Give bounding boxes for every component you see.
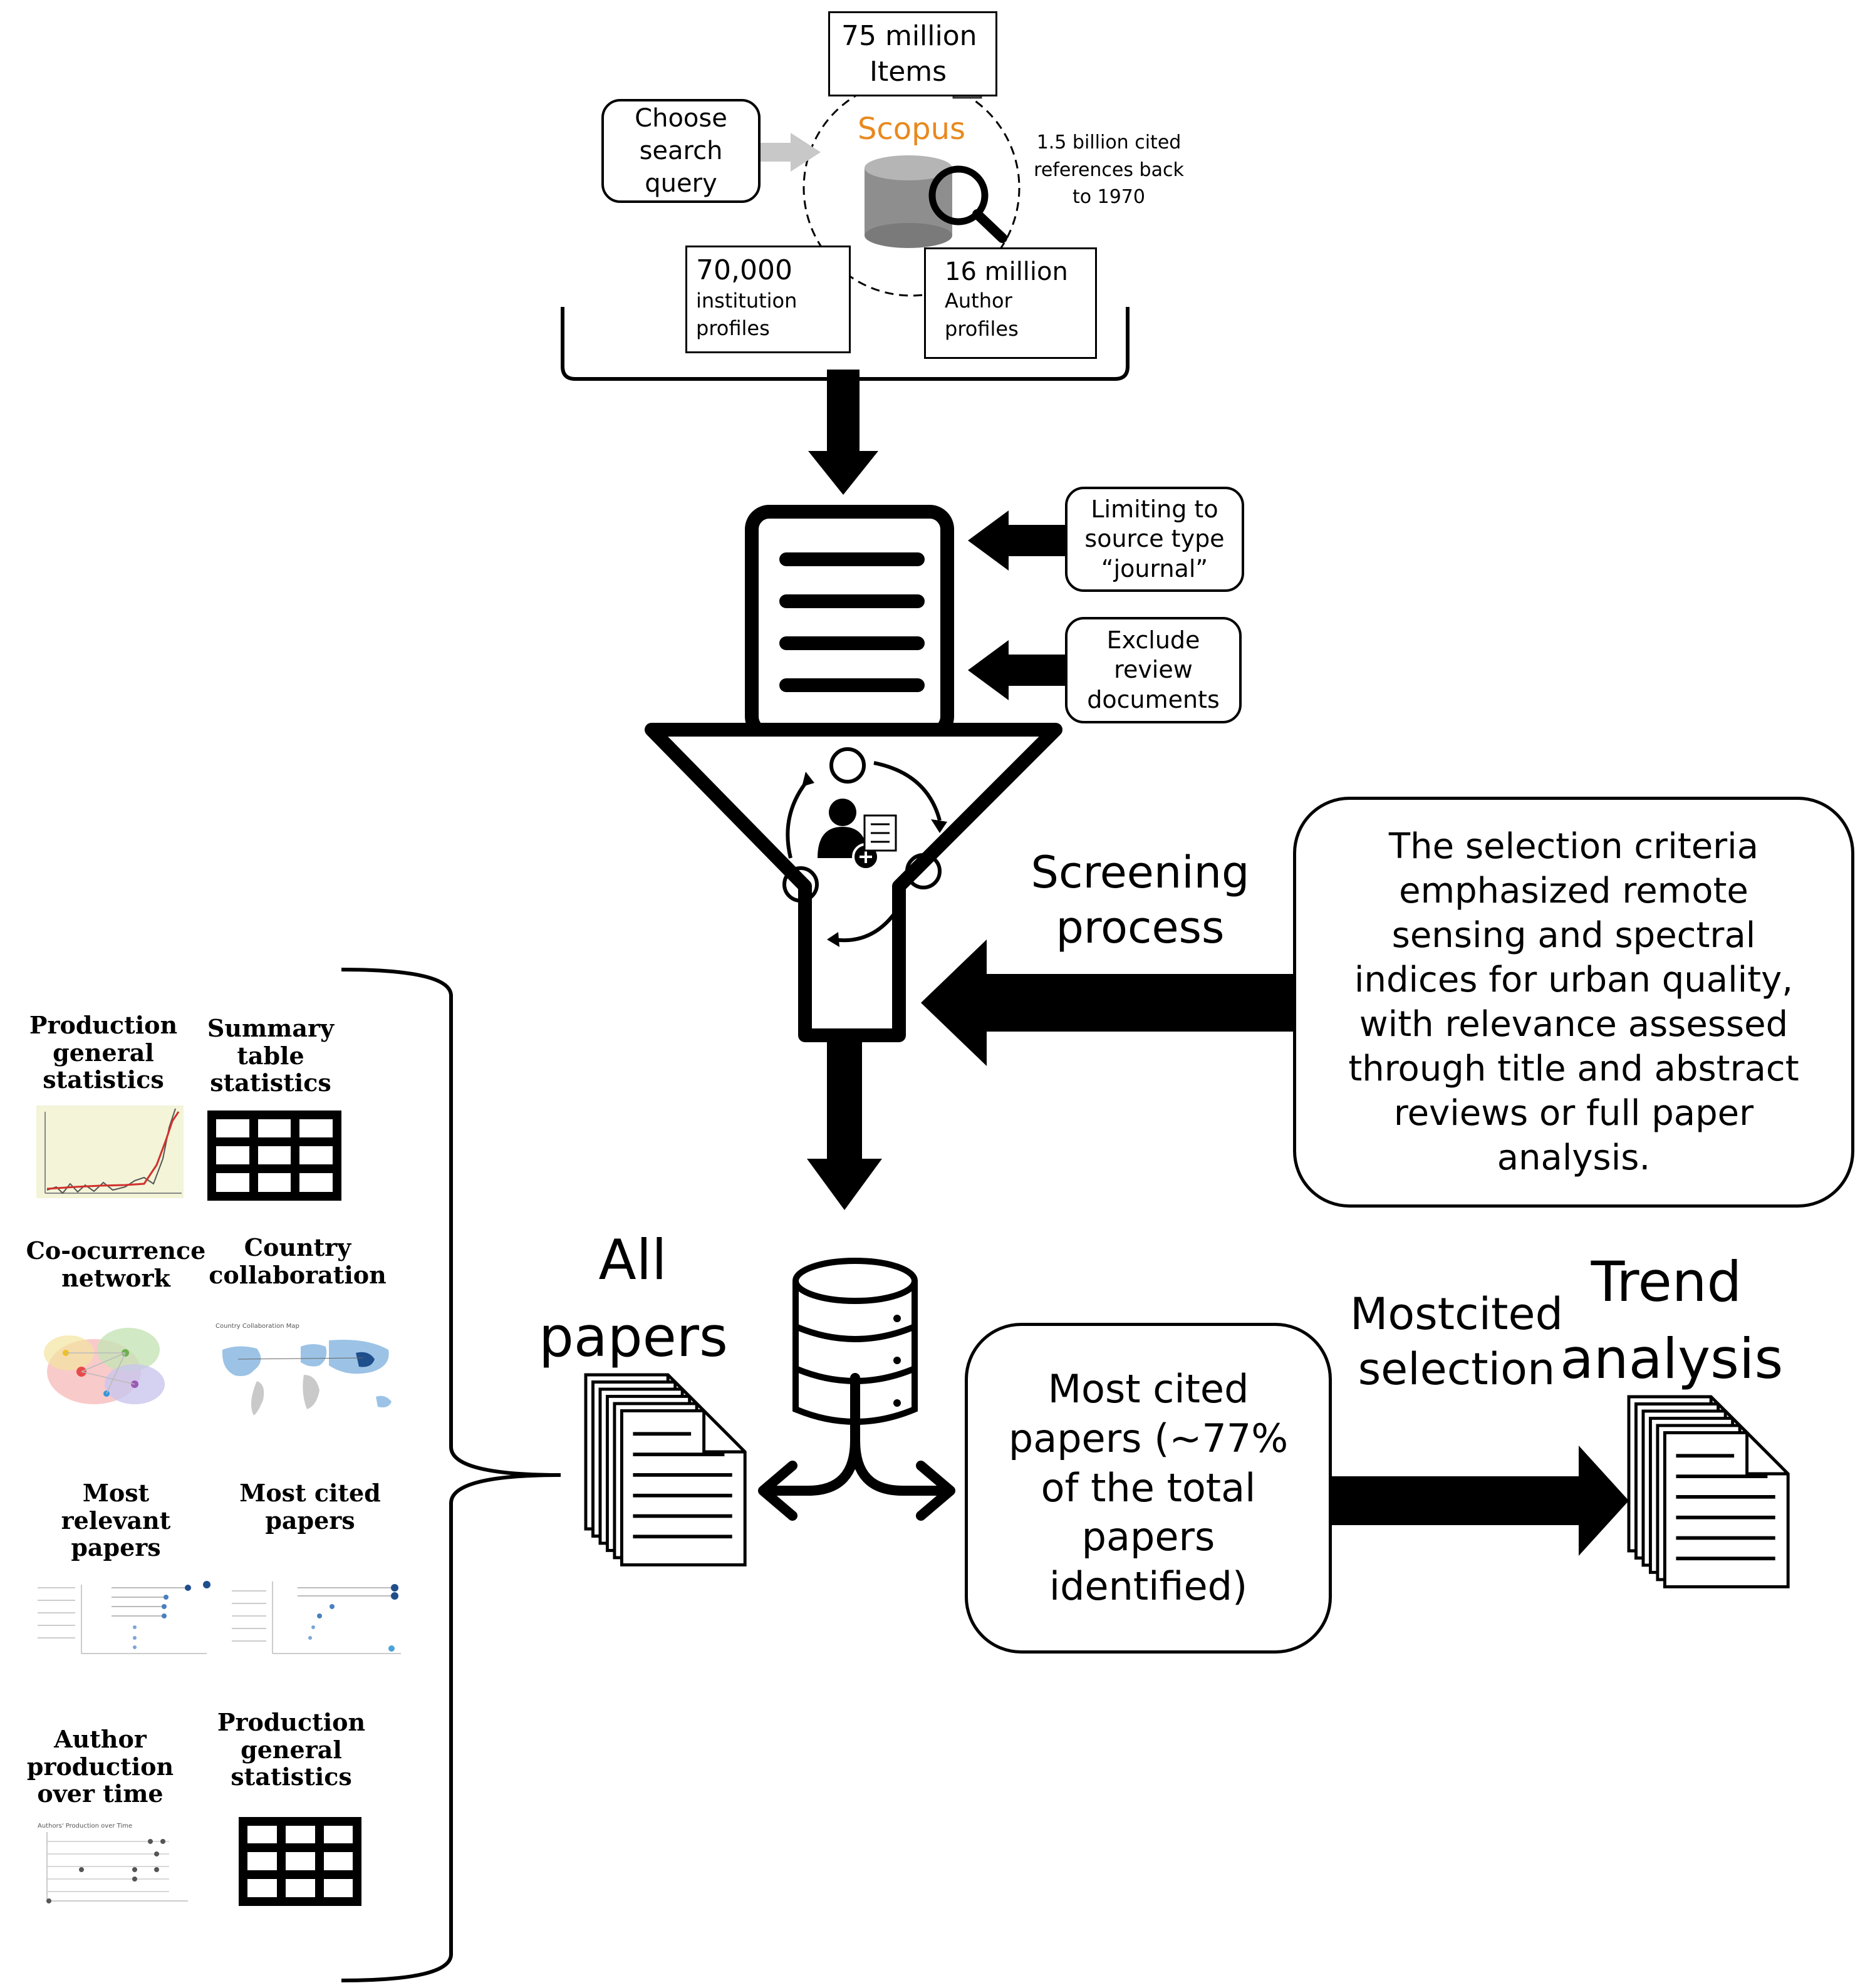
user-add-icon [818, 799, 897, 871]
author-label: Author profiles [945, 289, 1019, 341]
limit-source-label: Limiting to source type “journal” [1084, 495, 1225, 582]
most-cited-text: Most cited papers (~77% of the total pap… [1008, 1366, 1289, 1610]
author-production-chart-title: Authors' Production over Time [38, 1823, 133, 1830]
summary-table-label: Summary table statistics [207, 1014, 335, 1097]
trend-papers-stack-icon [1629, 1397, 1788, 1587]
trend-arrow-icon [1323, 1446, 1629, 1556]
mostcited-selection-label: Mostcited selection [1349, 1288, 1564, 1395]
database-cylinder-icon [865, 155, 952, 248]
magnifier-icon [928, 165, 1007, 243]
cooccurrence-network-thumbnail [44, 1328, 165, 1404]
all-papers-label: All papers [539, 1228, 728, 1370]
search-query-box: Choose search query [601, 99, 761, 203]
country-map-title: Country Collaboration Map [216, 1323, 299, 1330]
database-icon [792, 1258, 918, 1425]
cited-references-label: 1.5 billion cited references back to 197… [1034, 132, 1184, 208]
limit-source-box: Limiting to source type “journal” [1065, 487, 1244, 592]
production-stats-label: Production general statistics [29, 1011, 178, 1094]
production-stats-2-label: Production general statistics [217, 1708, 366, 1791]
institution-box: 70,000 institution profiles [685, 246, 851, 353]
most-relevant-label: Most relevant papers [61, 1479, 171, 1562]
author-production-label: Author production over time [26, 1725, 174, 1808]
funnel-icon [645, 723, 1062, 1042]
trend-analysis-label: Trend analysis [1560, 1250, 1784, 1392]
limit-arrow-icon [968, 510, 1074, 571]
document-icon [745, 505, 954, 741]
query-arrow-icon [755, 133, 821, 172]
institution-label: institution profiles [696, 288, 797, 341]
exclude-arrow-icon [968, 640, 1074, 700]
screening-arrow-icon [921, 940, 1322, 1066]
exclude-review-label: Exclude review documents [1087, 626, 1220, 713]
production-table-icon [239, 1817, 361, 1906]
institution-count: 70,000 [696, 254, 792, 286]
search-query-label: Choose search query [635, 104, 727, 198]
papers-stack-icon [586, 1375, 745, 1565]
author-box: 16 million Author profiles [924, 247, 1097, 359]
most-cited-box: Most cited papers (~77% of the total pap… [965, 1323, 1332, 1654]
author-production-thumbnail [46, 1832, 188, 1903]
items-box: 75 million Items [828, 11, 997, 96]
screening-label: Screening process [1031, 847, 1250, 953]
production-chart-thumbnail [36, 1105, 184, 1198]
split-arrows-icon [758, 1373, 955, 1521]
items-count: 75 million [841, 19, 977, 52]
arrow-to-filter-icon [808, 370, 878, 495]
brace-icon [341, 968, 561, 1982]
country-map-thumbnail [213, 1337, 404, 1419]
cycle-icon [782, 747, 947, 947]
criteria-box: The selection criteria emphasized remote… [1293, 797, 1854, 1208]
most-cited-thumbnail [232, 1582, 401, 1654]
exclude-review-box: Exclude review documents [1065, 617, 1242, 723]
arrow-to-database-icon [807, 1033, 882, 1210]
country-collab-label: Country collaboration [209, 1233, 387, 1289]
summary-table-icon [207, 1110, 341, 1201]
cooccurrence-label: Co-ocurrence network [26, 1236, 206, 1292]
author-count: 16 million [945, 257, 1068, 286]
scopus-label: Scopus [857, 111, 966, 147]
most-cited-label: Most cited papers [239, 1479, 381, 1535]
criteria-text: The selection criteria emphasized remote… [1348, 826, 1799, 1179]
items-label: Items [870, 56, 947, 88]
most-relevant-thumbnail [38, 1581, 210, 1654]
